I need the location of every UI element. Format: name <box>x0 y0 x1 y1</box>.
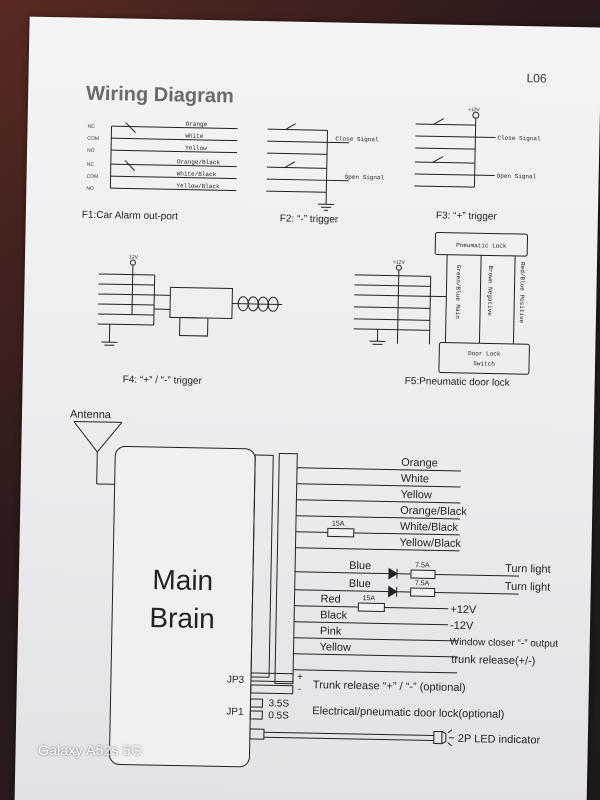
f3-caption: F3: “+” trigger <box>436 210 498 222</box>
f1-contact-no: NO <box>86 186 94 192</box>
main-wire-lines <box>293 467 519 674</box>
power-wire-red: Red <box>320 593 340 605</box>
wire-orange: Orange <box>401 457 438 470</box>
power-wire-pink: Pink <box>320 625 342 637</box>
f2-close-signal: Close Signal <box>335 135 379 143</box>
power-fuse-label: 15A <box>362 595 375 602</box>
f2-open-signal: Open Signal <box>345 174 385 182</box>
f3-close-signal: Close Signal <box>497 135 541 143</box>
turn-wire-blue: Blue <box>349 578 371 590</box>
f5-wire-red-blue: Red/Blue Positive <box>518 262 526 324</box>
f5-switch-line1: Door Lock <box>468 350 501 358</box>
power-minus-12v: -12V <box>450 620 474 632</box>
f1-contact-no: NO <box>87 148 95 154</box>
turn-fuse-label: 7.5A <box>415 580 430 587</box>
jp3-name: JP3 <box>227 674 245 685</box>
f5-voltage: +12V <box>393 260 406 266</box>
f3-voltage: +12V <box>468 107 481 113</box>
wire-yellow-black: Yellow/Black <box>399 537 461 550</box>
harness-connectors <box>250 452 298 685</box>
power-wire-yellow: Yellow <box>319 641 351 654</box>
wire-yellow: Yellow <box>400 489 432 502</box>
jp1-jumper <box>249 698 264 720</box>
f3-trigger-circuit <box>414 111 496 188</box>
f1-wire-label: Yellow/Black <box>176 182 220 190</box>
power-plus-12v: +12V <box>450 604 477 617</box>
turn-fuse-label: 7.5A <box>415 562 430 569</box>
window-closer-output: Window closer “-” output <box>450 637 559 650</box>
antenna-label: Antenna <box>70 408 112 421</box>
f1-contact-nc: NC <box>87 124 95 130</box>
turn-light-label: Turn light <box>505 563 551 576</box>
jp3-label: Trunk release “+” / “-” (optional) <box>313 679 466 694</box>
wire-white: White <box>401 473 429 486</box>
antenna-symbol <box>73 421 123 485</box>
trunk-release-output: trunk release(+/-) <box>451 654 535 668</box>
jp3-minus: - <box>298 684 302 695</box>
f1-wire-label: Orange <box>186 121 208 128</box>
f5-pneumatic-circuit <box>353 231 530 375</box>
f1-wire-label: Orange/Black <box>177 158 221 166</box>
f5-wire-brown: Brown Negative <box>486 265 494 316</box>
f5-switch-line2: Switch <box>473 360 495 367</box>
camera-watermark: Galaxy A52s 5G <box>38 742 142 758</box>
turn-wire-blue: Blue <box>349 560 371 572</box>
f4-voltage: 12V <box>129 255 139 261</box>
jp1-option-35s: 3.5S <box>268 698 289 709</box>
f4-caption: F4: “+” / “-” trigger <box>123 374 203 387</box>
jp1-option-05s: 0.5S <box>268 710 289 721</box>
f4-actuator-circuit <box>97 259 283 346</box>
jp1-label: Electrical/pneumatic door lock(optional) <box>312 705 504 721</box>
wiring-diagram-canvas: Wiring Diagram L06 <box>70 71 559 768</box>
f1-relay-contacts <box>109 122 238 192</box>
f5-caption: F5:Pneumatic door lock <box>405 376 511 389</box>
f1-wire-label: White/Black <box>177 170 217 178</box>
power-wire-black: Black <box>320 609 348 622</box>
f5-wire-green-blue: Green/Blue Main <box>454 265 462 320</box>
f2-caption: F2: “-” trigger <box>280 213 339 225</box>
jp3-plus: + <box>297 672 303 683</box>
f1-contact-nc: NC <box>87 162 95 168</box>
f1-contact-com: COM <box>87 136 99 142</box>
instruction-sheet: Wiring Diagram L06 <box>14 16 600 800</box>
main-brain-line1: Main <box>152 564 213 596</box>
jp3-jumper <box>250 672 294 695</box>
fuse-15a-label: 15A <box>332 520 345 527</box>
jp1-name: JP1 <box>226 706 244 717</box>
f1-caption: F1:Car Alarm out-port <box>82 210 179 223</box>
f1-wire-label: White <box>185 133 204 140</box>
main-brain-line2: Brain <box>149 602 215 634</box>
diagram-title: Wiring Diagram <box>86 83 234 108</box>
f5-pneumatic-lock: Pneumatic Lock <box>456 242 507 250</box>
wire-white-black: White/Black <box>400 521 459 534</box>
wire-orange-black: Orange/Black <box>400 505 467 518</box>
led-indicator-connector <box>249 728 454 747</box>
model-number: L06 <box>526 71 547 85</box>
f3-open-signal: Open Signal <box>497 173 537 181</box>
f1-contact-com: COM <box>87 174 99 180</box>
f2-trigger-circuit <box>266 123 350 211</box>
turn-light-label: Turn light <box>505 581 551 594</box>
led-indicator-label: 2P LED indicator <box>458 733 541 747</box>
f1-wire-label: Yellow <box>185 145 207 152</box>
